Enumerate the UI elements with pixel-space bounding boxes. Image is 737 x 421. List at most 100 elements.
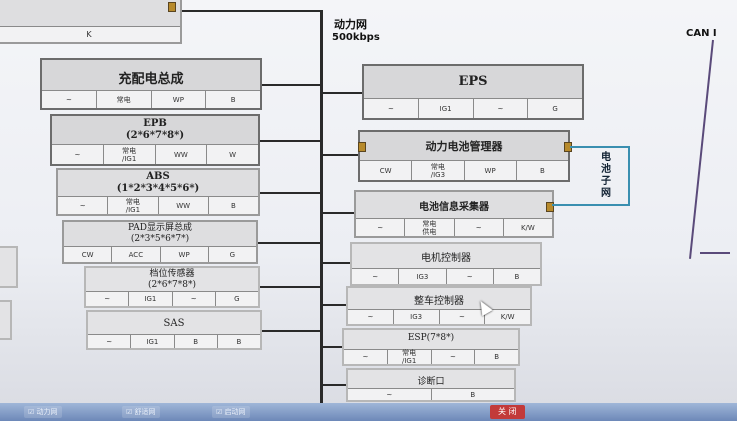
module-title: 诊断口 [417,377,445,387]
battery-subnet-line [552,204,630,206]
module-cell: B [216,334,260,348]
module-cell: WP [159,246,208,262]
module-cell: B [205,90,260,108]
module-title: 动力电池管理器 [425,140,503,153]
module-cell: 常电 /IG1 [107,196,158,214]
module-cell: ~ [438,309,485,324]
battery-subnet-label: 电池子网 [601,152,611,199]
taskbar-item[interactable]: ☑ 动力网 [24,406,62,418]
connector-collector [546,202,554,212]
module-cell: ~ [445,268,493,284]
module-cell: B [430,388,514,400]
battery-subnet-line [570,146,630,148]
module-cell: WP [150,90,206,108]
module-cell: K/W [502,218,552,236]
module-cell: CW [64,246,112,262]
module-cell: IG1 [128,291,172,306]
module-cell: B [173,334,217,348]
module-cell: G [214,291,258,306]
module-cell: B [474,349,518,364]
bus-branch [260,286,320,288]
right-network-line [689,39,714,259]
module-gear-sensor[interactable]: 档位传感器 (2*6*7*8*) ~ IG1 ~ G [84,266,260,308]
module-title: 档位传感器 (2*6*7*8*) [148,269,196,290]
bus-branch [320,384,346,386]
module-cell: ~ [52,144,103,164]
partial-module-top-left[interactable]: K [0,0,182,44]
module-cell: ~ [42,90,96,108]
right-network-stub [700,252,730,254]
connector-bms-left [358,142,366,152]
bus-branch [320,304,346,306]
module-cell: IG1 [417,98,473,118]
partial-module-left[interactable] [0,246,18,288]
battery-subnet-line [628,146,630,206]
taskbar-item[interactable]: ☑ 舒适网 [122,406,160,418]
module-cell: ~ [364,98,418,118]
bus-branch-top [182,10,322,12]
module-cell: B [515,160,568,180]
module-cell: G [527,98,582,118]
module-cell: B [207,196,258,214]
bus-branch [262,330,320,332]
module-esp[interactable]: ESP(7*8*) ~ 常电 /IG1 ~ B [342,328,520,366]
module-title: 整车控制器 [414,296,464,307]
can-label-right: CAN I [686,28,717,39]
module-cell: IG1 [130,334,174,348]
powertrain-bus-line [320,10,323,405]
module-title: ESP(7*8*) [407,333,455,343]
module-title: SAS [163,318,185,329]
module-cell: G [207,246,256,262]
module-cell: ~ [86,291,129,306]
close-button[interactable]: 关 闭 [490,405,525,419]
module-epb[interactable]: EPB (2*6*7*8*) ~ 常电 /IG1 WW W [50,114,260,166]
module-cell: 常电 /IG3 [411,160,464,180]
module-title: PAD显示屏总成 (2*3*5*6*7*) [128,223,192,244]
module-diagnostic-port[interactable]: 诊断口 ~ B [346,368,516,402]
module-eps[interactable]: EPS ~ IG1 ~ G [362,64,584,120]
bus-branch [320,346,342,348]
bus-branch [320,212,354,214]
module-title: ABS (1*2*3*4*5*6*) [116,171,200,194]
module-abs[interactable]: ABS (1*2*3*4*5*6*) ~ 常电 /IG1 WW B [56,168,260,216]
module-motor-controller[interactable]: 电机控制器 ~ IG3 ~ B [350,242,542,286]
module-cell: ~ [344,349,387,364]
module-charger-assembly[interactable]: 充配电总成 ~ 常电 WP B [40,58,262,110]
connector-top [168,2,176,12]
module-battery-manager[interactable]: 动力电池管理器 CW 常电 /IG3 WP B [358,130,570,182]
bus-branch [320,262,350,264]
module-sas[interactable]: SAS ~ IG1 B B [86,310,262,350]
module-cell: ~ [352,268,399,284]
taskbar: ☑ 动力网 ☑ 舒适网 ☑ 启动网 关 闭 [0,403,737,421]
bus-speed-label: 500kbps [332,32,380,43]
module-cell: WW [157,196,208,214]
module-cell: ~ [430,349,475,364]
bus-branch [260,140,320,142]
module-cell: ~ [171,291,215,306]
module-title: 充配电总成 [118,72,184,87]
partial-module-cell: K [0,26,180,42]
module-cell: WW [154,144,207,164]
bus-branch [262,84,320,86]
bus-branch [320,92,362,94]
module-cell: ~ [453,218,503,236]
module-cell: ~ [472,98,528,118]
module-cell: K/W [484,309,530,324]
module-cell: CW [360,160,412,180]
module-vehicle-controller[interactable]: 整车控制器 ~ IG3 ~ K/W [346,286,532,326]
module-title: 电池信息采集器 [419,202,489,213]
taskbar-item[interactable]: ☑ 启动网 [212,406,250,418]
bus-branch [258,242,320,244]
module-cell: IG3 [392,309,439,324]
partial-module-left[interactable] [0,300,12,340]
module-title: EPB (2*6*7*8*) [125,118,185,141]
module-cell: ~ [356,218,405,236]
bus-branch [260,192,320,194]
module-battery-info-collector[interactable]: 电池信息采集器 ~ 常电 供电 ~ K/W [354,190,554,238]
module-cell: ~ [88,334,131,348]
module-cell: ~ [348,309,393,324]
module-pad-display[interactable]: PAD显示屏总成 (2*3*5*6*7*) CW ACC WP G [62,220,258,264]
bus-branch [320,154,358,156]
module-cell: 常电 /IG1 [386,349,431,365]
